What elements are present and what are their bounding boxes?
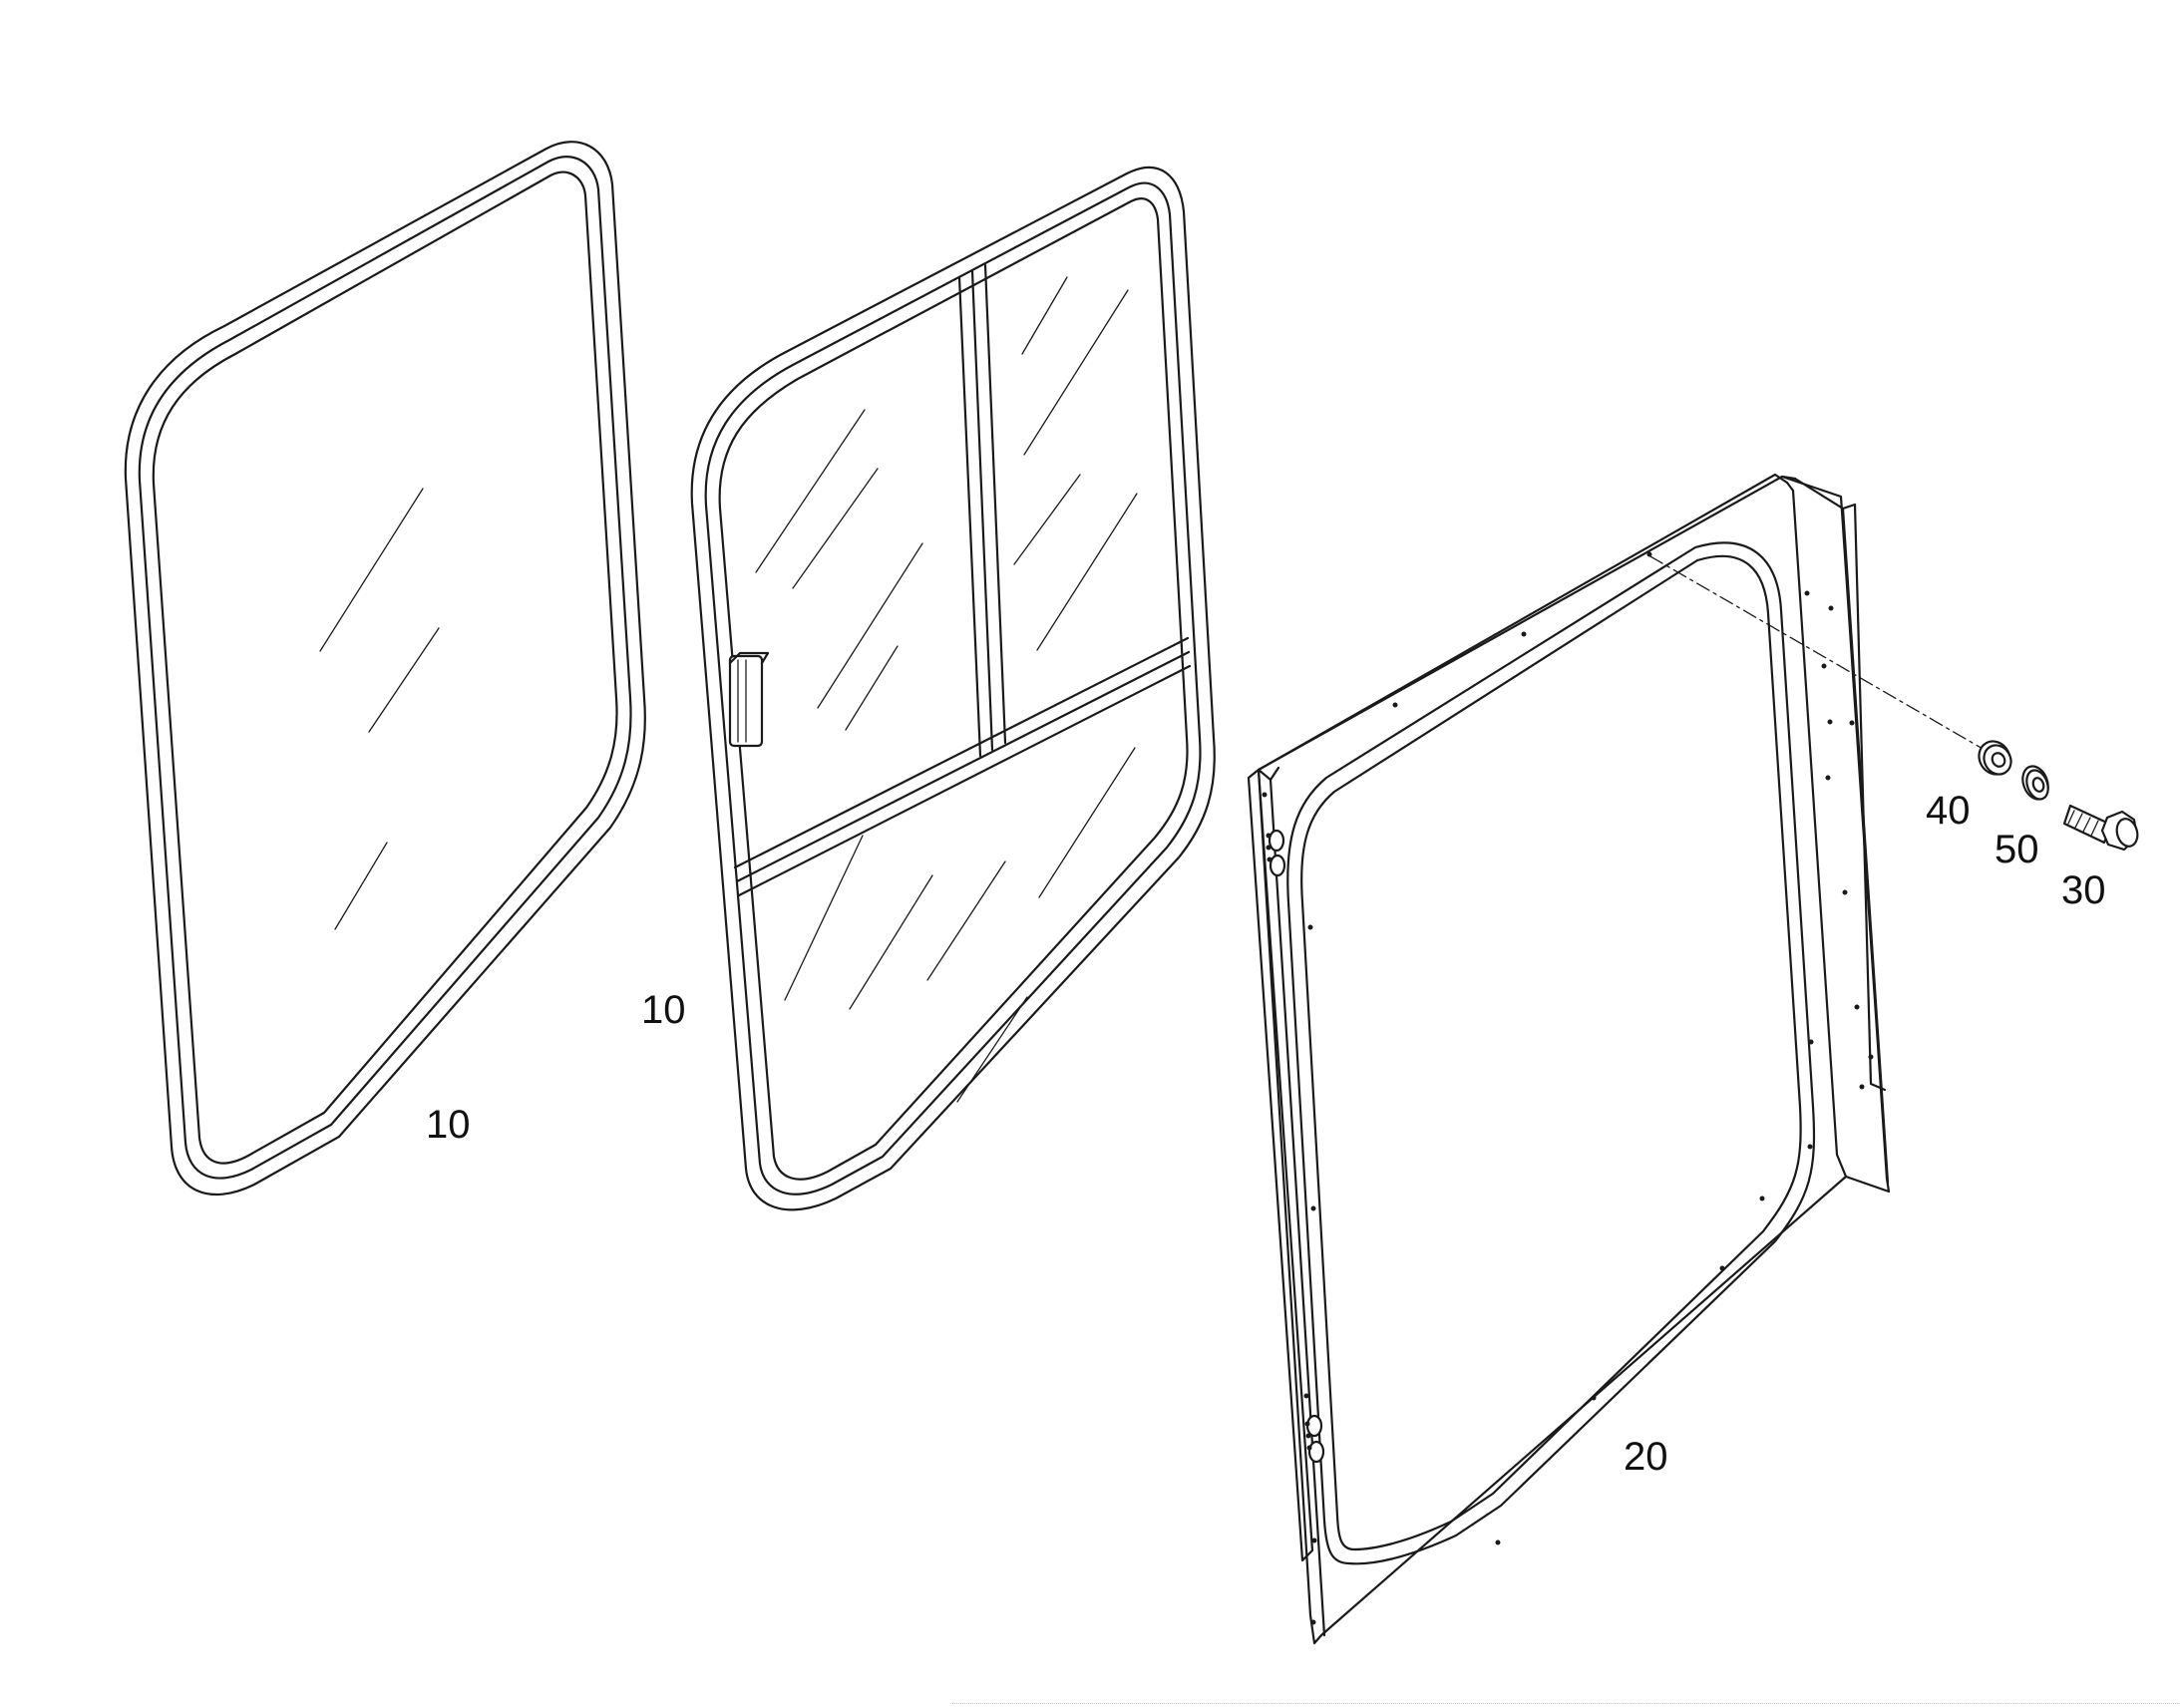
latch-handle [728, 651, 770, 748]
callout-item-10-left-pane: 10 [426, 1103, 471, 1147]
washer-50 [2021, 765, 2049, 801]
glass-reflection-mark [849, 874, 933, 1010]
glass-reflection-mark [1021, 276, 1068, 355]
callout-item-30-bolt: 30 [2061, 868, 2106, 912]
glass-reflection-mark [845, 645, 899, 731]
glass-reflection-mark [319, 488, 424, 652]
glass-reflection-mark [1023, 289, 1129, 456]
glass-reflection-mark [1013, 474, 1081, 565]
glass-reflection-mark [1038, 747, 1136, 898]
hinge-lugs-lower [1304, 1414, 1325, 1464]
window-pane-left [124, 141, 646, 1196]
assembly-center-line [1649, 555, 1986, 751]
washer-40 [1978, 740, 2012, 776]
glass-reflection-mark [755, 409, 866, 573]
glass-reflection-mark [368, 627, 440, 733]
cab-side-frame [1247, 473, 1891, 1645]
glass-reflection-mark [926, 860, 1006, 981]
bolt-30 [2062, 804, 2139, 852]
callout-item-20-frame: 20 [1624, 1435, 1668, 1479]
window-pane-middle-sliding [690, 166, 1216, 1211]
glass-reflection-mark [956, 996, 1028, 1103]
glass-reflection-mark [784, 835, 864, 1001]
frame-bolt-holes [1262, 551, 1874, 1625]
callout-item-10-middle-pane: 10 [641, 988, 686, 1032]
footer-dotted-rule [952, 1703, 2180, 1704]
glass-reflection-mark [817, 542, 923, 709]
hinge-lugs-upper [1266, 829, 1286, 877]
glass-reflection-mark [1036, 493, 1138, 651]
callout-item-50-washer: 50 [1995, 828, 2039, 871]
glass-reflection-mark [334, 842, 388, 930]
glass-reflection-mark [792, 468, 879, 589]
callout-item-40-washer: 40 [1926, 789, 1971, 833]
